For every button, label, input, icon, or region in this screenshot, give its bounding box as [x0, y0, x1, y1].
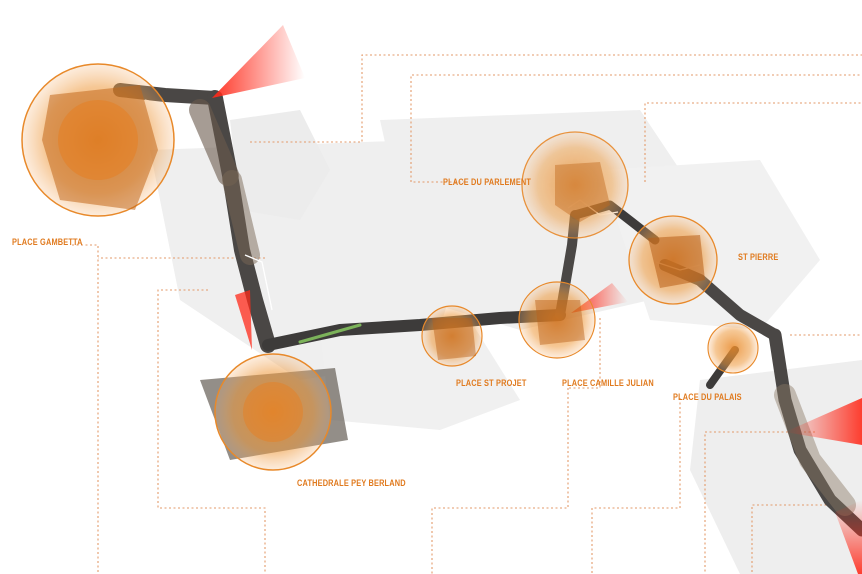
plaza-pey-berland — [200, 353, 348, 471]
plaza-parlement — [521, 131, 629, 239]
plaza-palais — [707, 322, 759, 374]
view-cone-east — [785, 398, 862, 445]
label-place-du-palais: PLACE DU PALAIS — [673, 392, 742, 402]
plaza-st-projet — [421, 305, 483, 367]
label-st-pierre: ST PIERRE — [738, 252, 779, 262]
label-cathedrale-pey-berland: CATHEDRALE PEY BERLAND — [297, 478, 406, 488]
plaza-gambetta — [21, 63, 175, 217]
plaza-st-pierre — [628, 215, 718, 305]
view-cone-gambetta — [212, 25, 305, 98]
view-cone-south — [835, 500, 862, 574]
view-cone-pey-berland — [235, 290, 252, 350]
label-place-camille-julian: PLACE CAMILLE JULIAN — [562, 378, 654, 388]
label-place-gambetta: PLACE GAMBETTA — [12, 237, 83, 247]
plaza-circles — [21, 63, 759, 471]
label-place-du-parlement: PLACE DU PARLEMENT — [443, 177, 532, 187]
dotted-frame-lines — [72, 54, 862, 574]
label-place-st-projet: PLACE ST PROJET — [456, 378, 527, 388]
plaza-camille-julian — [518, 281, 596, 359]
